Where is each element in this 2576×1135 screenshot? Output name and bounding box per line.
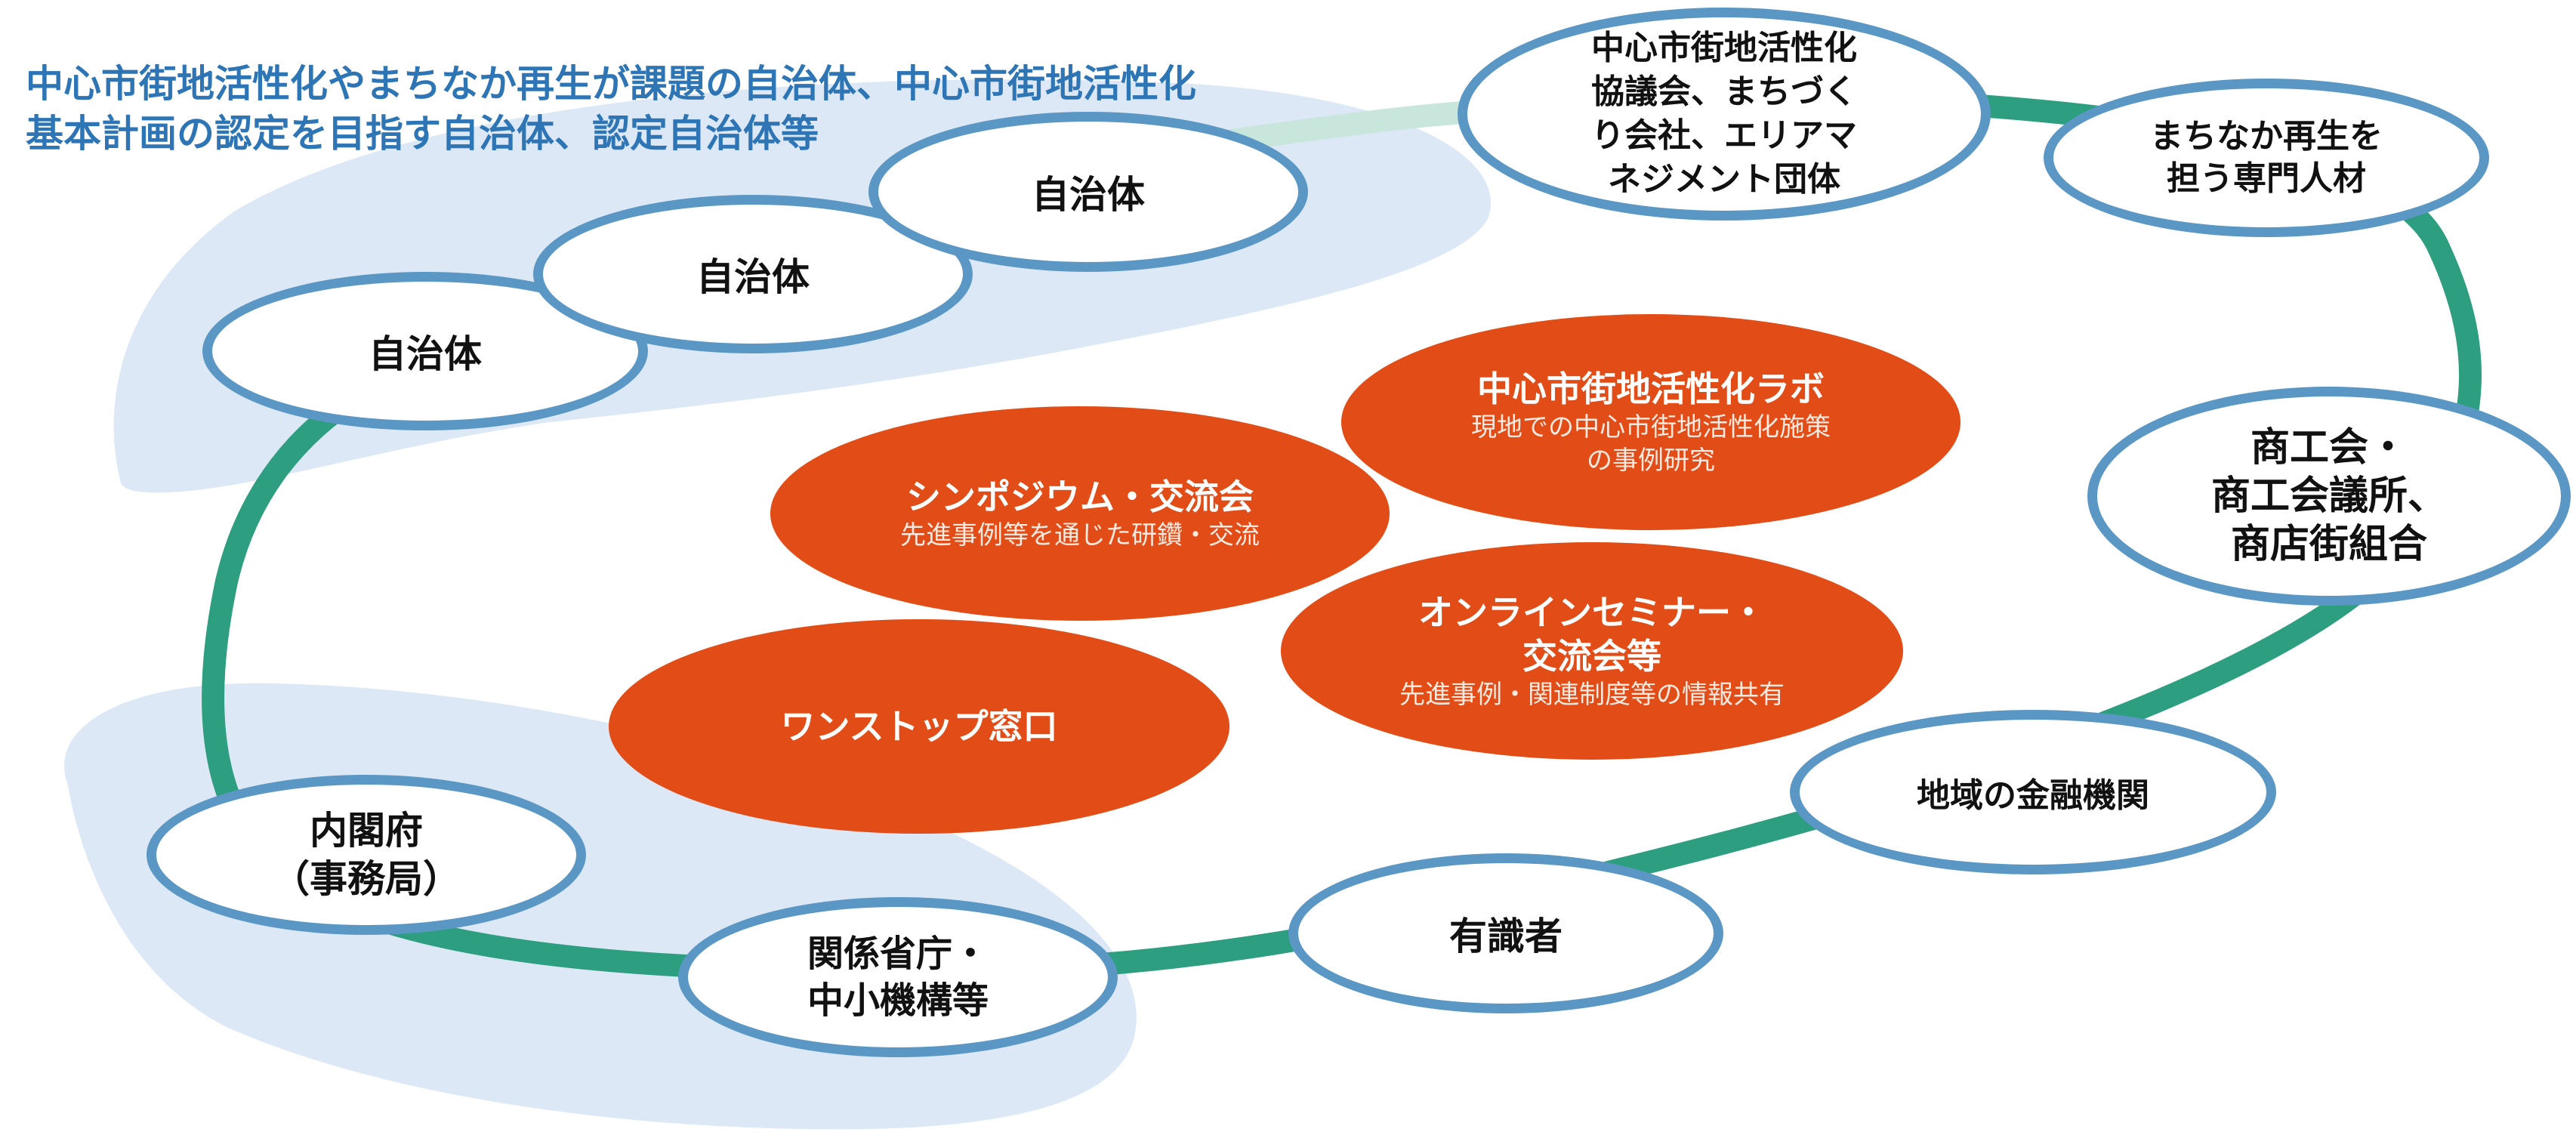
node-municipality-3-label: 自治体 [1032, 173, 1145, 217]
activity-symposium-desc: 先進事例等を通じた研鑽・交流 [900, 520, 1260, 551]
activity-online-seminar-desc: 先進事例・関連制度等の情報共有 [1399, 680, 1785, 710]
node-council-label: 中心市街地活性化 協議会、まちづく り会社、エリアマ ネジメント団体 [1591, 29, 1857, 199]
activity-revitalization-lab: 中心市街地活性化ラボ 現地での中心市街地活性化施策 の事例研究 [1341, 314, 1961, 530]
node-council: 中心市街地活性化 協議会、まちづく り会社、エリアマ ネジメント団体 [1458, 8, 1991, 221]
node-specialists-label: まちなか再生を 担う専門人材 [2150, 117, 2383, 198]
node-ministries-label: 関係省庁・ 中小機構等 [807, 933, 989, 1022]
node-experts-label: 有識者 [1449, 914, 1563, 958]
target-description-line2: 基本計画の認定を目指す自治体、認定自治体等 [26, 112, 819, 156]
node-chamber: 商工会・ 商工会議所、 商店街組合 [2087, 387, 2571, 606]
node-experts: 有識者 [1288, 853, 1723, 1013]
node-cabinet-office: 内閣府 （事務局） [147, 775, 586, 935]
activity-one-stop-desk-title: ワンストップ窓口 [780, 706, 1058, 747]
node-chamber-label: 商工会・ 商工会議所、 商店街組合 [2210, 425, 2447, 567]
node-finance-label: 地域の金融機関 [1917, 776, 2149, 815]
target-description: 中心市街地活性化やまちなか再生が課題の自治体、中心市街地活性化 基本計画の認定を… [26, 59, 1196, 159]
node-municipality-2-label: 自治体 [696, 255, 810, 299]
activity-symposium: シンポジウム・交流会 先進事例等を通じた研鑽・交流 [770, 406, 1390, 621]
target-description-line1: 中心市街地活性化やまちなか再生が課題の自治体、中心市街地活性化 [26, 62, 1196, 106]
activity-revitalization-lab-title: 中心市街地活性化ラボ [1477, 369, 1825, 409]
node-ministries: 関係省庁・ 中小機構等 [678, 897, 1118, 1057]
node-finance: 地域の金融機関 [1790, 710, 2276, 874]
activity-online-seminar: オンラインセミナー・ 交流会等 先進事例・関連制度等の情報共有 [1281, 542, 1903, 760]
activity-revitalization-lab-desc: 現地での中心市街地活性化施策 の事例研究 [1471, 412, 1831, 476]
activity-symposium-title: シンポジウム・交流会 [906, 477, 1254, 517]
node-municipality-3: 自治体 [868, 112, 1308, 272]
node-municipality-1-label: 自治体 [369, 332, 482, 376]
node-specialists: まちなか再生を 担う専門人材 [2044, 79, 2489, 237]
node-cabinet-office-label: 内閣府 （事務局） [272, 809, 461, 901]
activity-online-seminar-title: オンラインセミナー・ 交流会等 [1418, 592, 1766, 677]
activity-one-stop-desk: ワンストップ窓口 [609, 619, 1229, 834]
